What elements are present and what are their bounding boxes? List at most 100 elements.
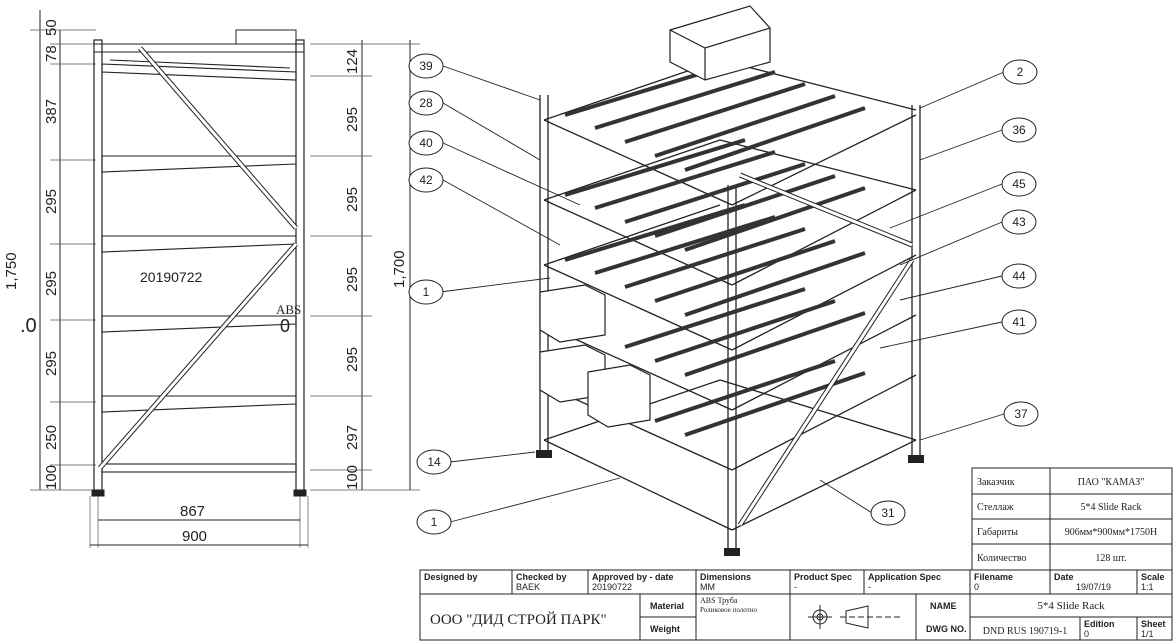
dim-bottom-inner: 867 bbox=[180, 503, 205, 520]
checked-by-label: Checked by bbox=[516, 572, 567, 582]
balloon-31: 31 bbox=[870, 500, 906, 526]
dim-right-2: 295 bbox=[344, 107, 361, 132]
dim-left-3: 387 bbox=[43, 99, 60, 124]
dim-left-8: 100 bbox=[43, 465, 60, 490]
svg-text:37: 37 bbox=[1014, 407, 1028, 421]
dimensions-unit-label: Dimensions bbox=[700, 572, 751, 582]
material-value-1: ABS Труба bbox=[700, 596, 738, 605]
svg-text:42: 42 bbox=[419, 173, 433, 187]
side-view bbox=[30, 10, 420, 548]
abs-label: ABS bbox=[276, 302, 301, 317]
quantity-label: Количество bbox=[977, 553, 1027, 564]
balloon-44: 44 bbox=[1001, 263, 1037, 289]
dim-left-6: 295 bbox=[43, 351, 60, 376]
svg-text:2: 2 bbox=[1017, 65, 1024, 79]
balloon-40: 40 bbox=[408, 130, 444, 156]
right-dimension-labels: 124 295 295 295 295 297 100 1,700 bbox=[344, 49, 408, 490]
svg-text:45: 45 bbox=[1012, 177, 1026, 191]
balloon-1-lower: 1 bbox=[416, 509, 452, 535]
svg-text:14: 14 bbox=[427, 455, 441, 469]
dim-left-7: 250 bbox=[43, 425, 60, 450]
dim-left-1: 50 bbox=[43, 19, 60, 36]
dimensions-unit-value: MM bbox=[700, 582, 715, 592]
company-name: ООО "ДИД СТРОЙ ПАРК" bbox=[430, 611, 607, 628]
date-value: 19/07/19 bbox=[1076, 582, 1111, 592]
edge-mark: .0 bbox=[20, 315, 37, 337]
title-block bbox=[419, 569, 1173, 641]
svg-text:31: 31 bbox=[881, 506, 895, 520]
svg-text:1: 1 bbox=[431, 515, 438, 529]
approved-label: Approved by - date bbox=[592, 572, 674, 582]
dim-left-4: 295 bbox=[43, 189, 60, 214]
customer-table: Заказчик ПАО "КАМАЗ" Стеллаж 5*4 Slide R… bbox=[971, 467, 1173, 571]
balloon-45: 45 bbox=[1001, 171, 1037, 197]
balloon-43: 43 bbox=[1001, 209, 1037, 235]
svg-text:40: 40 bbox=[419, 136, 433, 150]
edition-value: 0 bbox=[1084, 629, 1089, 639]
material-value-2: Роликовое полотно bbox=[700, 606, 757, 614]
svg-text:28: 28 bbox=[419, 96, 433, 110]
dimensions-label: Габариты bbox=[977, 527, 1018, 538]
dim-right-5: 295 bbox=[344, 347, 361, 372]
dim-right-3: 295 bbox=[344, 187, 361, 212]
dwg-label: DWG NO. bbox=[926, 624, 967, 634]
dim-right-6: 297 bbox=[344, 425, 361, 450]
isometric-view bbox=[536, 5, 924, 556]
scale-label: Scale bbox=[1141, 572, 1165, 582]
dim-total-right: 1,700 bbox=[391, 250, 408, 288]
balloon-28: 28 bbox=[408, 90, 444, 116]
dim-right-7: 100 bbox=[344, 465, 361, 490]
material-label: Material bbox=[650, 601, 684, 611]
dim-left-5: 295 bbox=[43, 271, 60, 296]
balloon-2: 2 bbox=[1002, 59, 1038, 85]
balloon-group: 39 28 40 42 1 14 1 31 2 36 45 43 44 41 3… bbox=[408, 53, 1039, 535]
svg-text:43: 43 bbox=[1012, 215, 1026, 229]
svg-text:39: 39 bbox=[419, 59, 433, 73]
rack-value: 5*4 Slide Rack bbox=[1080, 502, 1141, 513]
balloon-37: 37 bbox=[1003, 401, 1039, 427]
filename-value: 0 bbox=[974, 582, 979, 592]
dim-right-1: 124 bbox=[344, 49, 361, 74]
dimensions-value: 906мм*900мм*1750Н bbox=[1065, 527, 1158, 538]
balloon-39: 39 bbox=[408, 53, 444, 79]
designed-by-label: Designed by bbox=[424, 572, 478, 582]
name-label: NAME bbox=[930, 601, 957, 611]
customer-value: ПАО "КАМАЗ" bbox=[1078, 477, 1145, 488]
dim-bottom-outer: 900 bbox=[182, 528, 207, 545]
svg-text:1: 1 bbox=[423, 285, 430, 299]
application-spec-label: Application Spec bbox=[868, 572, 941, 582]
product-spec-value: - bbox=[794, 582, 797, 592]
dim-right-4: 295 bbox=[344, 267, 361, 292]
dim-left-2: 78 bbox=[43, 45, 60, 62]
balloon-1-upper: 1 bbox=[408, 279, 444, 305]
date-label: Date bbox=[1054, 572, 1074, 582]
edition-label: Edition bbox=[1084, 619, 1115, 629]
product-spec-label: Product Spec bbox=[794, 572, 852, 582]
svg-text:41: 41 bbox=[1012, 315, 1026, 329]
leader-lines bbox=[439, 65, 1005, 523]
quantity-value: 128 шт. bbox=[1095, 553, 1126, 564]
left-dimension-labels: 50 78 387 295 295 295 250 100 1,750 bbox=[3, 19, 60, 490]
filename-label: Filename bbox=[974, 572, 1013, 582]
name-value: 5*4 Slide Rack bbox=[1037, 600, 1105, 612]
scale-value: 1:1 bbox=[1141, 582, 1154, 592]
approved-value: 20190722 bbox=[592, 582, 632, 592]
title-block-text: Designed by Checked by BAEK Approved by … bbox=[424, 572, 1166, 639]
balloon-42: 42 bbox=[408, 167, 444, 193]
roller-tracks bbox=[564, 58, 866, 437]
weight-label: Weight bbox=[650, 624, 680, 634]
dim-total-left: 1,750 bbox=[3, 252, 20, 290]
svg-text:36: 36 bbox=[1012, 123, 1026, 137]
balloon-41: 41 bbox=[1001, 309, 1037, 335]
svg-text:44: 44 bbox=[1012, 269, 1026, 283]
abs-value: 0 bbox=[280, 316, 290, 336]
date-stamp: 20190722 bbox=[140, 269, 203, 285]
balloon-36: 36 bbox=[1001, 117, 1037, 143]
dwg-value: DND RUS 190719-1 bbox=[983, 626, 1067, 637]
customer-label: Заказчик bbox=[977, 477, 1015, 488]
sheet-label: Sheet bbox=[1141, 619, 1166, 629]
application-spec-value: - bbox=[868, 582, 871, 592]
checked-by-value: BAEK bbox=[516, 582, 540, 592]
balloon-14: 14 bbox=[416, 449, 452, 475]
